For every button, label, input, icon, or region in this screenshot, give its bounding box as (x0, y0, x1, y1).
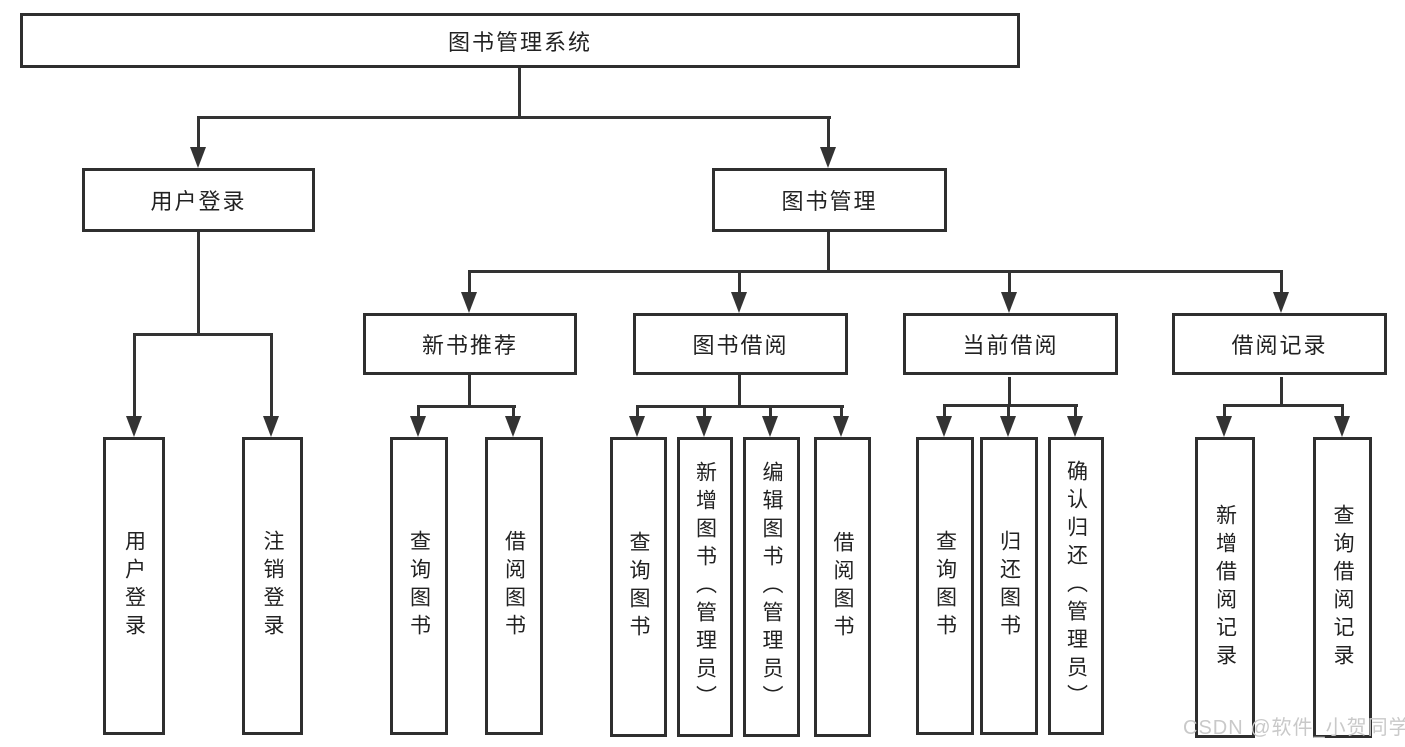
connector-line (840, 405, 843, 421)
connector-line (827, 116, 830, 150)
node-label-new-book-recommend: 新书推荐 (421, 333, 518, 358)
connector-line (636, 405, 844, 408)
node-leaf-br-add-record: 新增借阅记录 (1195, 437, 1255, 738)
arrowhead-down-icon (461, 292, 477, 313)
node-book-management: 图书管理 (712, 168, 947, 232)
node-label-leaf-bb-borrow-books: 借阅图书 (831, 531, 854, 643)
connector-line (943, 404, 1078, 407)
connector-line (197, 116, 831, 119)
node-label-leaf-bb-add-books-admin: 新增图书（管理员） (693, 461, 717, 713)
node-label-leaf-cb-query-books: 查询图书 (933, 530, 957, 642)
node-leaf-bb-query-books: 查询图书 (610, 437, 667, 737)
arrowhead-down-icon (1273, 292, 1289, 313)
node-label-leaf-nbr-query-books: 查询图书 (407, 530, 431, 642)
node-leaf-nbr-borrow-books: 借阅图书 (485, 437, 543, 735)
node-label-root: 图书管理系统 (447, 29, 592, 55)
node-label-leaf-bb-edit-books-admin: 编辑图书（管理员） (760, 461, 783, 713)
connector-line (197, 232, 200, 335)
node-label-user-login: 用户登录 (150, 189, 247, 214)
arrowhead-down-icon (820, 147, 836, 168)
connector-line (1008, 377, 1011, 406)
node-label-borrowing-records: 借阅记录 (1231, 333, 1328, 358)
node-label-leaf-cb-return-books: 归还图书 (997, 530, 1021, 642)
connector-line (1280, 377, 1283, 406)
connector-line (197, 116, 200, 150)
connector-line (703, 405, 706, 421)
node-leaf-user-login: 用户登录 (103, 437, 165, 735)
arrowhead-down-icon (833, 416, 849, 437)
connector-line (468, 375, 471, 408)
node-leaf-cb-query-books: 查询图书 (916, 437, 974, 735)
arrowhead-down-icon (1216, 416, 1232, 437)
node-new-book-recommend: 新书推荐 (363, 313, 577, 375)
connector-line (738, 375, 741, 408)
arrowhead-down-icon (762, 416, 778, 437)
connector-line (512, 405, 515, 421)
node-leaf-nbr-query-books: 查询图书 (390, 437, 448, 735)
node-label-current-borrowing: 当前借阅 (962, 333, 1059, 358)
node-leaf-cb-confirm-admin: 确认归还（管理员） (1048, 437, 1104, 735)
arrowhead-down-icon (696, 416, 712, 437)
node-user-login: 用户登录 (82, 168, 315, 232)
node-current-borrowing: 当前借阅 (903, 313, 1118, 375)
node-borrowing-records: 借阅记录 (1172, 313, 1387, 375)
connector-line (1341, 404, 1344, 421)
arrowhead-down-icon (126, 416, 142, 437)
connector-line (518, 68, 521, 119)
connector-line (417, 405, 516, 408)
connector-line (1280, 270, 1283, 295)
arrowhead-down-icon (629, 416, 645, 437)
arrowhead-down-icon (263, 416, 279, 437)
node-label-book-borrowing: 图书借阅 (692, 333, 789, 358)
node-label-leaf-logout: 注销登录 (261, 530, 284, 642)
connector-line (1223, 404, 1226, 421)
node-label-book-management: 图书管理 (781, 189, 878, 214)
node-book-borrowing: 图书借阅 (633, 313, 848, 375)
node-leaf-logout: 注销登录 (242, 437, 303, 735)
connector-line (1008, 270, 1011, 295)
connector-line (738, 270, 741, 295)
connector-line (827, 232, 830, 272)
connector-line (468, 270, 471, 295)
node-label-leaf-bb-query-books: 查询图书 (627, 531, 650, 643)
connector-line (769, 405, 772, 421)
arrowhead-down-icon (731, 292, 747, 313)
node-label-leaf-user-login: 用户登录 (122, 530, 146, 642)
connector-line (133, 333, 273, 336)
arrowhead-down-icon (1334, 416, 1350, 437)
csdn-watermark: CSDN @软件_小贺同学 (1183, 717, 1405, 739)
arrowhead-down-icon (1000, 416, 1016, 437)
connector-line (133, 333, 136, 419)
node-leaf-br-query-record: 查询借阅记录 (1313, 437, 1372, 738)
node-label-leaf-br-query-record: 查询借阅记录 (1331, 503, 1354, 672)
node-leaf-bb-borrow-books: 借阅图书 (814, 437, 871, 737)
arrowhead-down-icon (190, 147, 206, 168)
node-label-leaf-br-add-record: 新增借阅记录 (1213, 503, 1237, 672)
connector-line (1223, 404, 1344, 407)
node-leaf-cb-return-books: 归还图书 (980, 437, 1038, 735)
arrowhead-down-icon (1001, 292, 1017, 313)
node-label-leaf-nbr-borrow-books: 借阅图书 (502, 530, 526, 642)
node-label-leaf-cb-confirm-admin: 确认归还（管理员） (1064, 460, 1088, 712)
connector-line (270, 333, 273, 419)
node-leaf-bb-edit-books-admin: 编辑图书（管理员） (743, 437, 800, 737)
connector-line (1007, 404, 1010, 421)
connector-line (468, 270, 1283, 273)
arrowhead-down-icon (1067, 416, 1083, 437)
node-leaf-bb-add-books-admin: 新增图书（管理员） (677, 437, 733, 737)
arrowhead-down-icon (936, 416, 952, 437)
connector-line (636, 405, 639, 421)
connector-line (1074, 404, 1077, 421)
arrowhead-down-icon (410, 416, 426, 437)
connector-line (417, 405, 420, 421)
connector-line (943, 404, 946, 421)
node-root: 图书管理系统 (20, 13, 1020, 68)
arrowhead-down-icon (505, 416, 521, 437)
